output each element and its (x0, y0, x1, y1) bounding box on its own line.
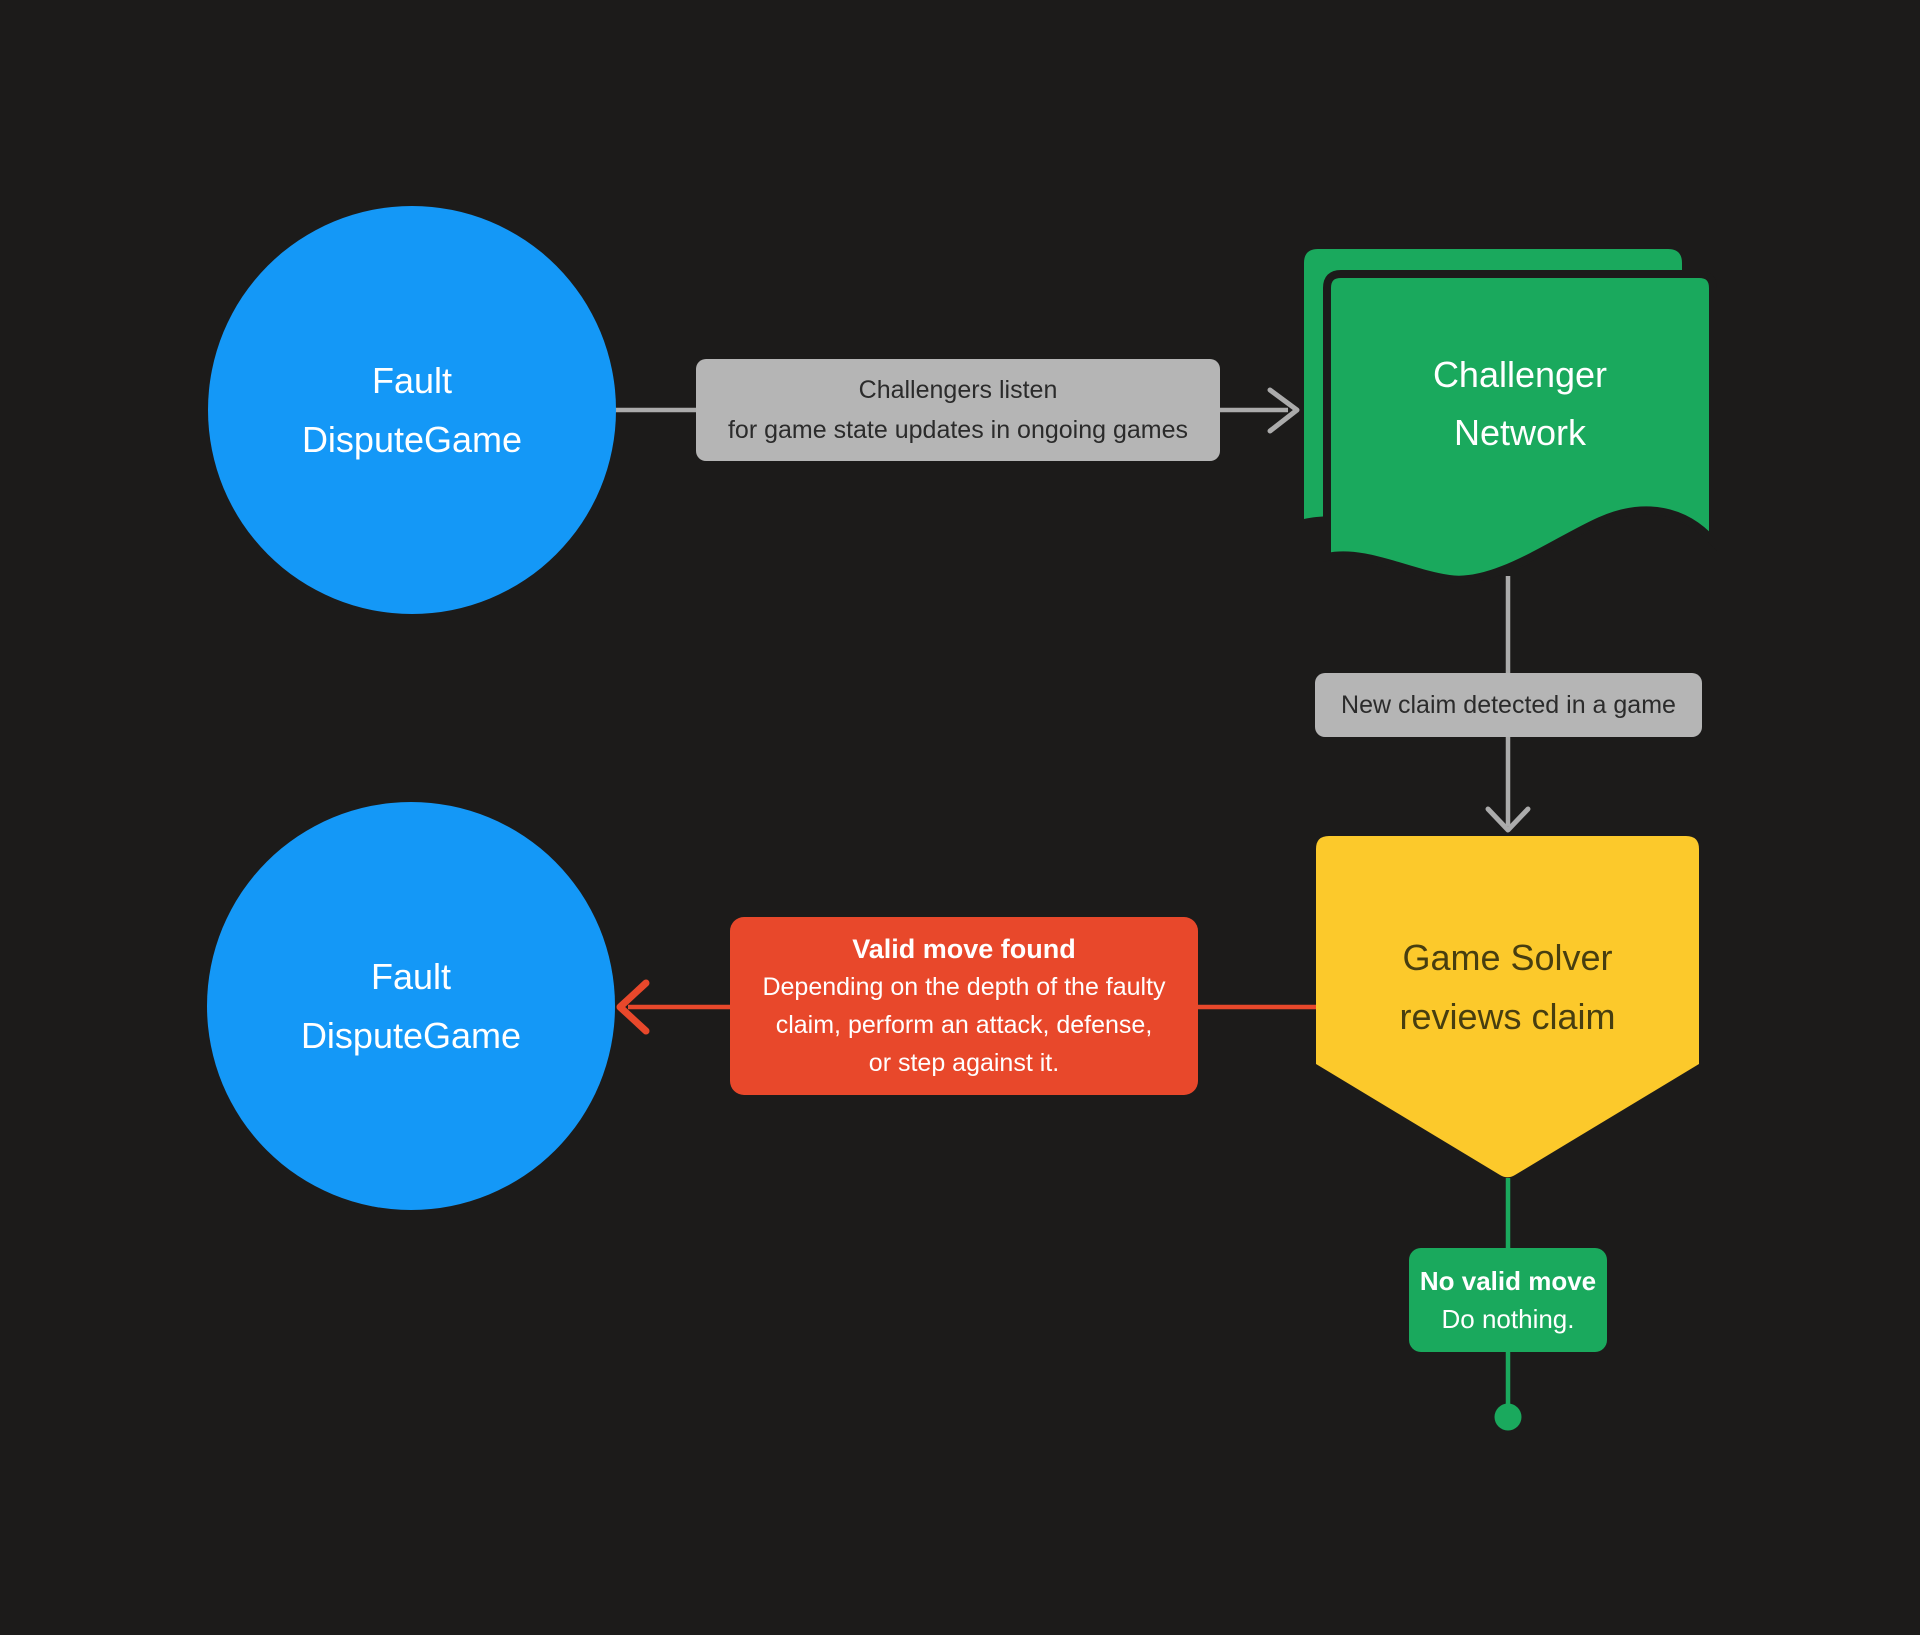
valid-move-body-line: or step against it. (868, 1049, 1060, 1077)
node-label-line: Fault (371, 360, 453, 401)
node-label-line: Network (1453, 412, 1587, 453)
terminal-dot (1494, 1403, 1522, 1431)
edge-label-challengers-listen: Challengers listen for game state update… (696, 359, 1220, 461)
edge-label-line: for game state updates in ongoing games (727, 416, 1189, 444)
node-game-solver-label: Game Solver reviews claim (1316, 928, 1699, 1046)
node-fault-dispute-game-top: Fault DisputeGame (208, 206, 616, 614)
edge-label-no-valid-move: No valid move Do nothing. (1409, 1248, 1607, 1352)
valid-move-body-line: Depending on the depth of the faulty (762, 973, 1166, 1001)
node-label-line: reviews claim (1399, 996, 1616, 1037)
node-game-solver-shape (1316, 836, 1699, 1178)
node-fault-dispute-game-bottom: Fault DisputeGame (207, 802, 615, 1210)
arrowhead-right-icon (1267, 387, 1300, 434)
node-label-line: Game Solver (1402, 937, 1613, 978)
arrowhead-left-icon (616, 979, 650, 1035)
edge-label-line: New claim detected in a game (1341, 691, 1676, 719)
node-label-line: Fault (370, 956, 452, 997)
node-challenger-network-label: Challenger Network (1327, 346, 1713, 462)
node-challenger-network-shape (1304, 249, 1717, 584)
document-front-card (1323, 270, 1717, 584)
edge-label-line: Challengers listen (858, 376, 1058, 404)
node-label-line: Challenger (1432, 354, 1608, 395)
valid-move-body-line: claim, perform an attack, defense, (775, 1011, 1153, 1039)
no-valid-move-body: Do nothing. (1441, 1304, 1575, 1334)
banner-pentagon (1316, 836, 1699, 1178)
no-valid-move-title: No valid move (1419, 1266, 1597, 1296)
valid-move-title: Valid move found (852, 934, 1076, 964)
edge-label-new-claim: New claim detected in a game (1315, 673, 1702, 737)
edge-label-valid-move: Valid move found Depending on the depth … (730, 917, 1198, 1095)
node-label-line: DisputeGame (300, 1015, 522, 1056)
arrowhead-down-icon (1485, 806, 1531, 833)
node-label-line: DisputeGame (301, 419, 523, 460)
